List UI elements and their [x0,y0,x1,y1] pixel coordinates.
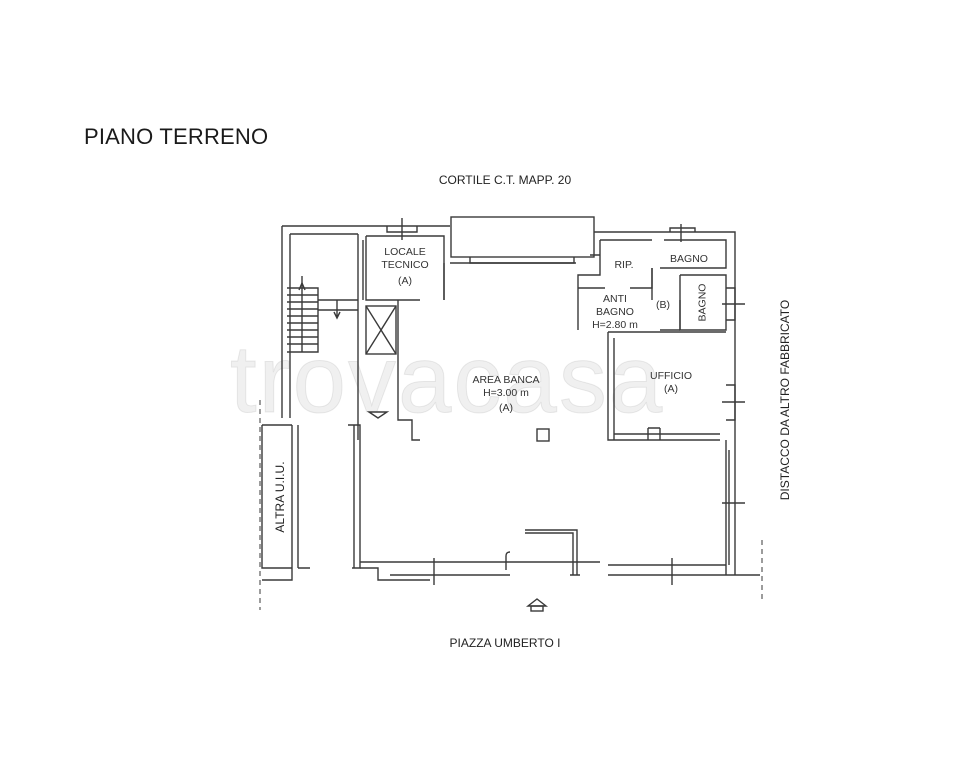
stairs-icon [287,276,358,353]
room-rip: RIP. [604,259,644,272]
room-name: ANTI [603,293,627,305]
room-name: UFFICIO [650,370,692,382]
room-height: H=3.00 m [483,387,529,399]
room-tag: (A) [398,275,412,287]
room-name-2: TECNICO [381,259,429,271]
room-tag: (A) [664,383,678,395]
room-area-banca: AREA BANCA H=3.00 m (A) [456,374,556,415]
elevator-shaft-icon [365,305,397,355]
room-tag: (A) [499,402,513,414]
room-name: AREA BANCA [472,374,540,386]
page-title: PIANO TERRENO [84,124,269,149]
label-south: PIAZZA UMBERTO I [449,636,561,650]
entrance-arrow-icon [525,598,549,612]
room-bagno-1: BAGNO [654,253,724,266]
room-antibagno: ANTI BAGNO H=2.80 m [580,293,650,332]
room-name: BAGNO [670,253,708,265]
room-locale-tecnico: LOCALE TECNICO (A) [370,246,440,288]
label-north: CORTILE C.T. MAPP. 20 [438,173,572,187]
room-height: H=2.80 m [592,319,638,331]
room-ufficio: UFFICIO (A) [636,370,706,396]
room-name: RIP. [614,259,634,271]
room-bagno-2: BAGNO [696,283,709,322]
room-antibagno-tag: (B) [656,299,670,311]
room-name: LOCALE [384,246,426,258]
room-name-2: BAGNO [596,306,634,318]
